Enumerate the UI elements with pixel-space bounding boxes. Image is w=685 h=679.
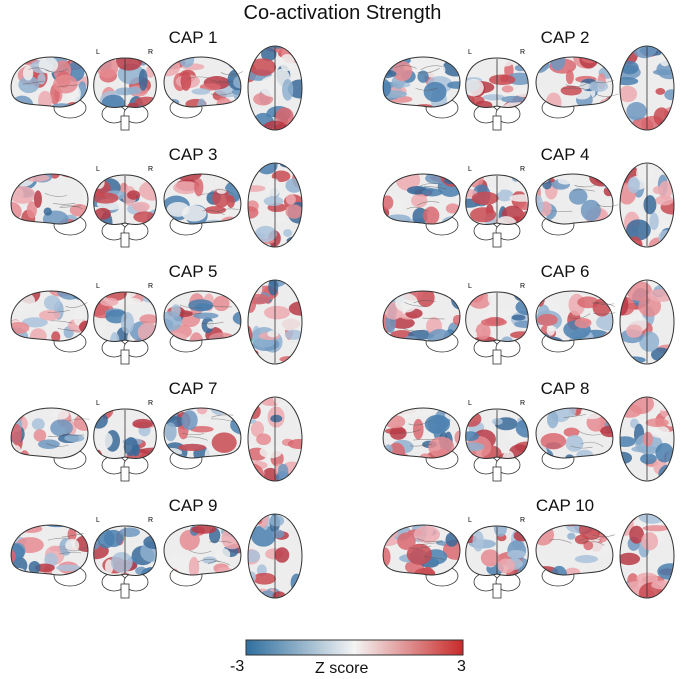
- cap-title: CAP 4: [540, 145, 590, 164]
- colorbar-axis-label: Z score: [315, 660, 369, 677]
- left-hemisphere-label: L: [96, 166, 100, 173]
- cap-title: CAP 2: [540, 28, 590, 47]
- lateral-brain-outline: [163, 524, 242, 576]
- right-hemisphere-label: R: [148, 283, 153, 290]
- activation-map: [620, 514, 674, 598]
- brainstem: [492, 349, 502, 365]
- left-hemisphere-label: L: [96, 517, 100, 524]
- right-hemisphere-label: R: [148, 166, 153, 173]
- cap-title: CAP 1: [168, 28, 218, 47]
- figure-title: Co-activation Strength: [243, 2, 442, 24]
- activation-map: [11, 57, 88, 107]
- right-hemisphere-label: R: [148, 517, 153, 524]
- right-hemisphere-label: R: [520, 517, 525, 524]
- left-hemisphere-label: L: [468, 400, 472, 407]
- activation-map: [248, 46, 302, 130]
- lateral-brain-outline: [382, 407, 461, 459]
- lateral-brain-outline: [163, 407, 242, 459]
- left-hemisphere-label: L: [96, 283, 100, 290]
- lateral-brain-outline: [382, 56, 461, 108]
- axial-brain-outline: [619, 513, 675, 599]
- lateral-brain-outline: [163, 173, 242, 225]
- lateral-brain-outline: [163, 56, 242, 108]
- axial-brain-outline: [619, 162, 675, 248]
- lateral-brain-outline: [163, 290, 242, 342]
- colorbar-max-label: 3: [457, 658, 466, 675]
- left-hemisphere-label: L: [468, 166, 472, 173]
- cap-title: CAP 5: [168, 262, 218, 281]
- right-hemisphere-label: R: [148, 49, 153, 56]
- activation-map: [11, 525, 88, 575]
- brainstem: [120, 349, 130, 365]
- left-hemisphere-label: L: [468, 49, 472, 56]
- axial-brain-outline: [247, 45, 303, 131]
- axial-brain-outline: [619, 279, 675, 365]
- lateral-brain-outline: [382, 173, 461, 225]
- brainstem: [120, 466, 130, 482]
- left-hemisphere-label: L: [468, 517, 472, 524]
- brainstem: [492, 583, 502, 599]
- lateral-brain-outline: [535, 56, 614, 108]
- cap-title: CAP 8: [540, 379, 590, 398]
- brainstem: [120, 583, 130, 599]
- brainstem: [492, 232, 502, 248]
- axial-brain-outline: [247, 396, 303, 482]
- axial-brain-outline: [247, 279, 303, 365]
- lateral-brain-outline: [382, 290, 461, 342]
- lateral-brain-outline: [535, 407, 614, 459]
- lateral-brain-outline: [382, 524, 461, 576]
- cap-title: CAP 9: [168, 496, 218, 515]
- colorbar-min-label: -3: [230, 658, 245, 675]
- activation-map: [248, 280, 302, 364]
- lateral-brain-outline: [535, 524, 614, 576]
- lateral-brain-outline: [535, 173, 614, 225]
- left-hemisphere-label: L: [468, 283, 472, 290]
- activation-map: [248, 514, 302, 598]
- lateral-brain-outline: [10, 56, 89, 108]
- cap-title: CAP 10: [535, 496, 595, 515]
- activation-map: [164, 291, 241, 341]
- brainstem: [492, 466, 502, 482]
- brainstem: [120, 115, 130, 131]
- activation-map: [465, 526, 529, 576]
- right-hemisphere-label: R: [520, 283, 525, 290]
- right-hemisphere-label: R: [520, 166, 525, 173]
- right-hemisphere-label: R: [148, 400, 153, 407]
- activation-map: [164, 408, 241, 458]
- axial-brain-outline: [619, 45, 675, 131]
- cap-title: CAP 3: [168, 145, 218, 164]
- activation-map: [383, 57, 460, 107]
- right-hemisphere-label: R: [520, 49, 525, 56]
- brainstem: [492, 115, 502, 131]
- axial-brain-outline: [619, 396, 675, 482]
- lateral-brain-outline: [10, 173, 89, 225]
- colorbar: [245, 639, 464, 656]
- activation-map: [620, 397, 674, 481]
- lateral-brain-outline: [535, 290, 614, 342]
- left-hemisphere-label: L: [96, 400, 100, 407]
- activation-map: [383, 525, 460, 575]
- lateral-brain-outline: [10, 524, 89, 576]
- cap-title: CAP 7: [168, 379, 218, 398]
- brainstem: [120, 232, 130, 248]
- axial-brain-outline: [247, 162, 303, 248]
- axial-brain-outline: [247, 513, 303, 599]
- left-hemisphere-label: L: [96, 49, 100, 56]
- cap-title: CAP 6: [540, 262, 590, 281]
- right-hemisphere-label: R: [520, 400, 525, 407]
- lateral-brain-outline: [10, 407, 89, 459]
- lateral-brain-outline: [10, 290, 89, 342]
